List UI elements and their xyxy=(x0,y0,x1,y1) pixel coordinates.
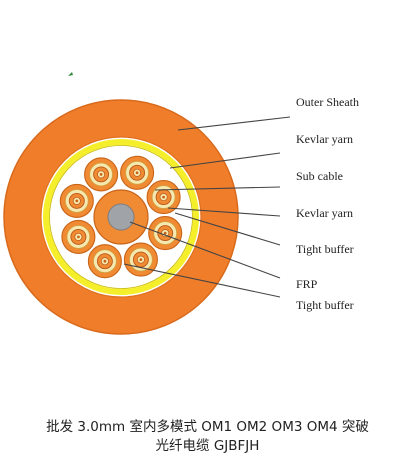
kevlar-yarn-ring-edge xyxy=(49,145,193,289)
fiber-core xyxy=(77,235,80,239)
label-tight-buffer-1: Tight buffer xyxy=(296,242,354,256)
sub-cable xyxy=(84,157,119,192)
sub-cable xyxy=(87,244,122,279)
leader-kevlar-inner xyxy=(167,207,281,217)
sub-cable xyxy=(61,219,96,254)
fiber-core xyxy=(103,259,107,263)
label-tight-buffer-2: Tight buffer xyxy=(296,298,354,312)
label-sub-cable: Sub cable xyxy=(296,169,343,183)
leader-frp xyxy=(129,221,281,279)
frp-core xyxy=(107,203,135,231)
fiber-core xyxy=(139,258,143,261)
leader-lines xyxy=(123,116,291,298)
sub-cable xyxy=(146,180,181,215)
label-kevlar-yarn-inner: Kevlar yarn xyxy=(296,206,353,220)
leader-sub-cable xyxy=(154,186,281,191)
leader-tight-buffer-1 xyxy=(174,212,281,246)
fiber-core xyxy=(75,199,79,203)
sub-cable xyxy=(148,216,183,251)
leader-tight-buffer-2 xyxy=(123,263,281,298)
cable-cross-section-diagram: Outer Sheath Kevlar yarn Sub cable Kevla… xyxy=(3,72,359,335)
label-kevlar-yarn-outer: Kevlar yarn xyxy=(296,132,353,146)
fiber-core xyxy=(99,173,103,176)
sub-cable-group xyxy=(59,155,183,279)
sub-cable xyxy=(120,155,155,190)
fiber-core xyxy=(135,171,139,175)
caption-line-1: 批发 3.0mm 室内多模式 OM1 OM2 OM3 OM4 突破 xyxy=(46,419,369,435)
fiber-core xyxy=(162,195,166,199)
label-frp: FRP xyxy=(296,277,318,291)
sub-cable xyxy=(59,183,94,218)
caption-line-2: 光纤电缆 GJBFJH xyxy=(155,438,260,454)
product-caption: 批发 3.0mm 室内多模式 OM1 OM2 OM3 OM4 突破 光纤电缆 G… xyxy=(0,418,415,456)
fiber-core xyxy=(163,231,167,235)
green-mark xyxy=(68,72,73,76)
sub-cable xyxy=(123,242,158,277)
label-outer-sheath: Outer Sheath xyxy=(296,95,359,109)
kevlar-yarn-ring xyxy=(43,139,199,295)
leader-kevlar-outer xyxy=(169,152,281,169)
leader-outer-sheath xyxy=(177,116,291,131)
